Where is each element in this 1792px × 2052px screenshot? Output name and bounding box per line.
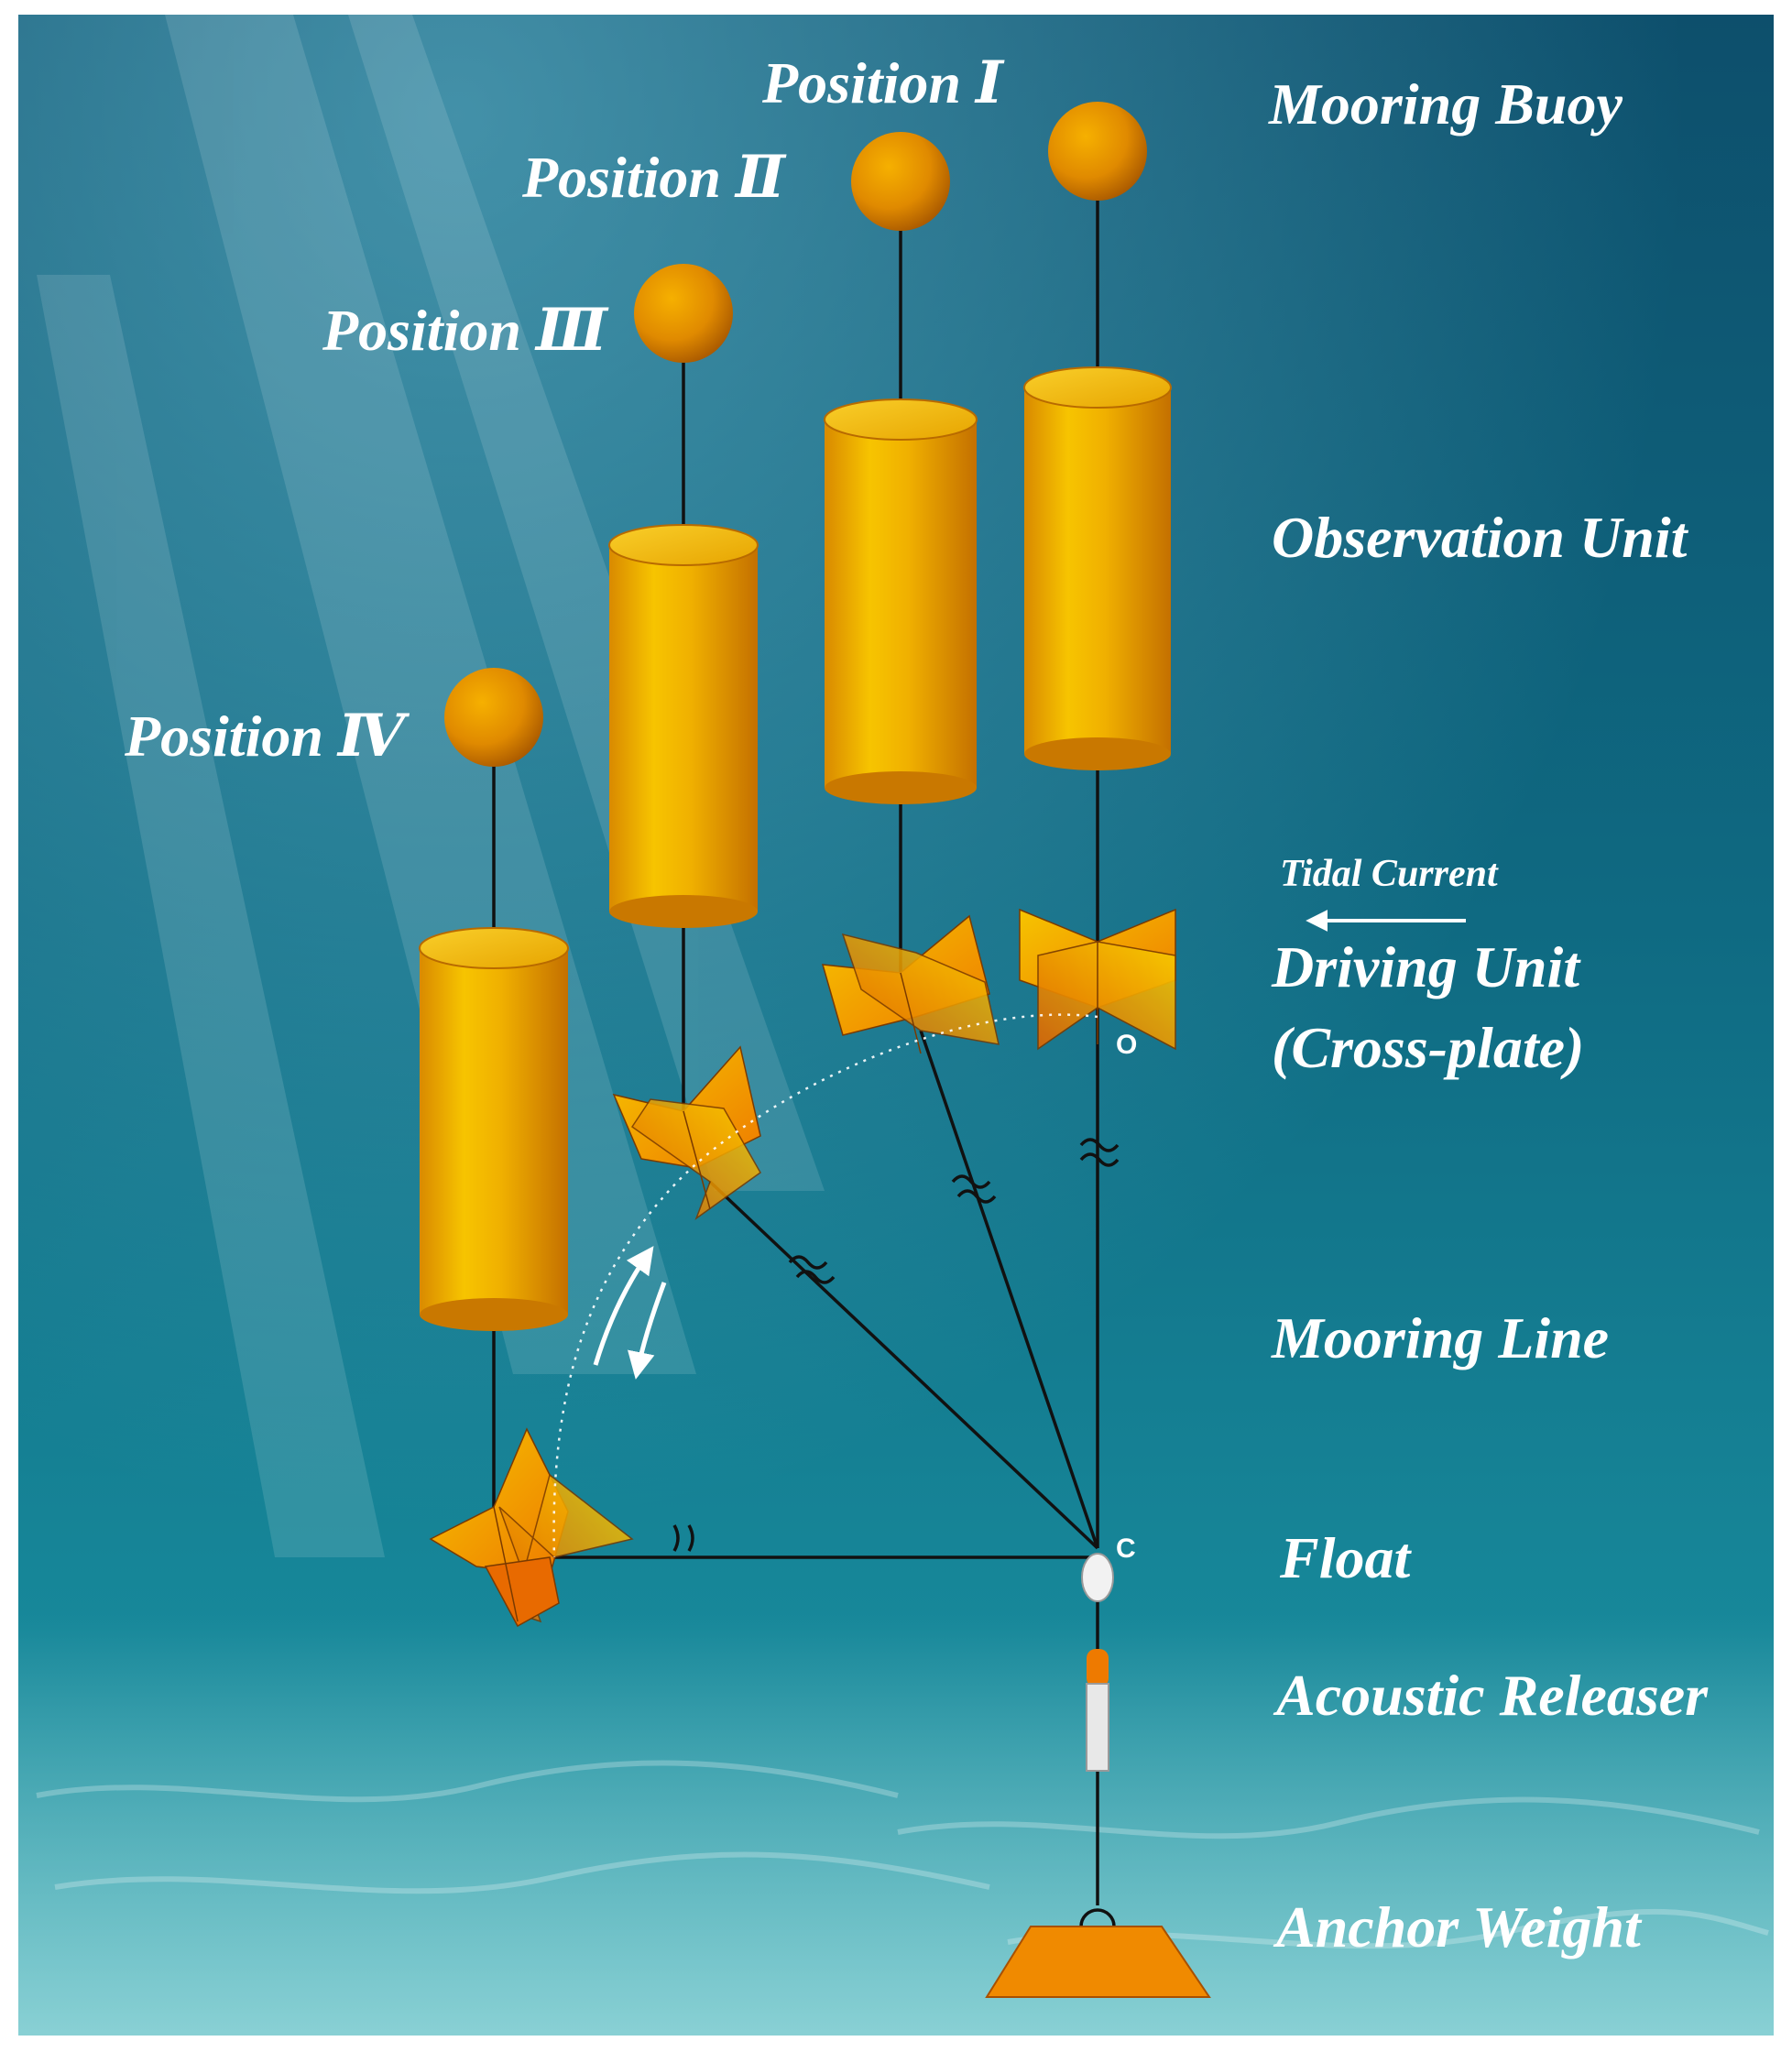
mooring-buoy-label: Mooring Buoy: [1268, 71, 1623, 136]
acoustic-releaser: [1086, 1649, 1109, 1772]
anchor-weight-label: Anchor Weight: [1273, 1894, 1643, 1959]
acoustic-releaser-label: Acoustic Releaser: [1273, 1663, 1709, 1728]
observation-unit-position-1: [1023, 366, 1172, 770]
buoy-position-4: [444, 668, 543, 767]
position-1-label: Position Ⅰ: [761, 50, 1005, 115]
cross-plate-label: (Cross-plate): [1272, 1015, 1584, 1080]
observation-unit-position-2: [824, 398, 978, 804]
driving-unit-position-1: [1019, 908, 1176, 1051]
driving-unit-position-2: [821, 914, 1000, 1054]
tidal-current-label: Tidal Current: [1280, 853, 1499, 895]
observation-unit-label: Observation Unit: [1272, 505, 1689, 570]
point-o-label: O: [1116, 1030, 1137, 1060]
seabed-caustics: [18, 1612, 1774, 2036]
mooring-line-label: Mooring Line: [1271, 1305, 1609, 1370]
driving-unit-position-3: [612, 1045, 761, 1221]
anchor-weight: [985, 1926, 1211, 1998]
float-label: Float: [1279, 1525, 1412, 1590]
seabed-ripples: [36, 1760, 1769, 1949]
driving-unit-label: Driving Unit: [1271, 934, 1581, 999]
float: [1081, 1553, 1114, 1602]
position-3-label: Position Ⅲ: [322, 298, 609, 363]
observation-unit-position-4: [419, 927, 569, 1331]
position-4-label: Position Ⅳ: [124, 704, 410, 769]
anchor-shackle: [1079, 1908, 1116, 1927]
buoy-position-1: [1048, 102, 1147, 201]
swing-arrow-down-icon: [628, 1282, 667, 1380]
observation-unit-position-3: [608, 524, 759, 928]
buoy-position-3: [634, 264, 733, 363]
line-break-symbols: [672, 1138, 1120, 1552]
mooring-buoys: [444, 102, 1147, 767]
point-c-label: C: [1116, 1534, 1136, 1564]
position-2-label: Position Ⅱ: [521, 145, 787, 210]
driving-unit-position-4: [429, 1427, 634, 1628]
buoy-position-2: [851, 132, 950, 231]
swing-arrow-up-icon: [593, 1246, 654, 1366]
